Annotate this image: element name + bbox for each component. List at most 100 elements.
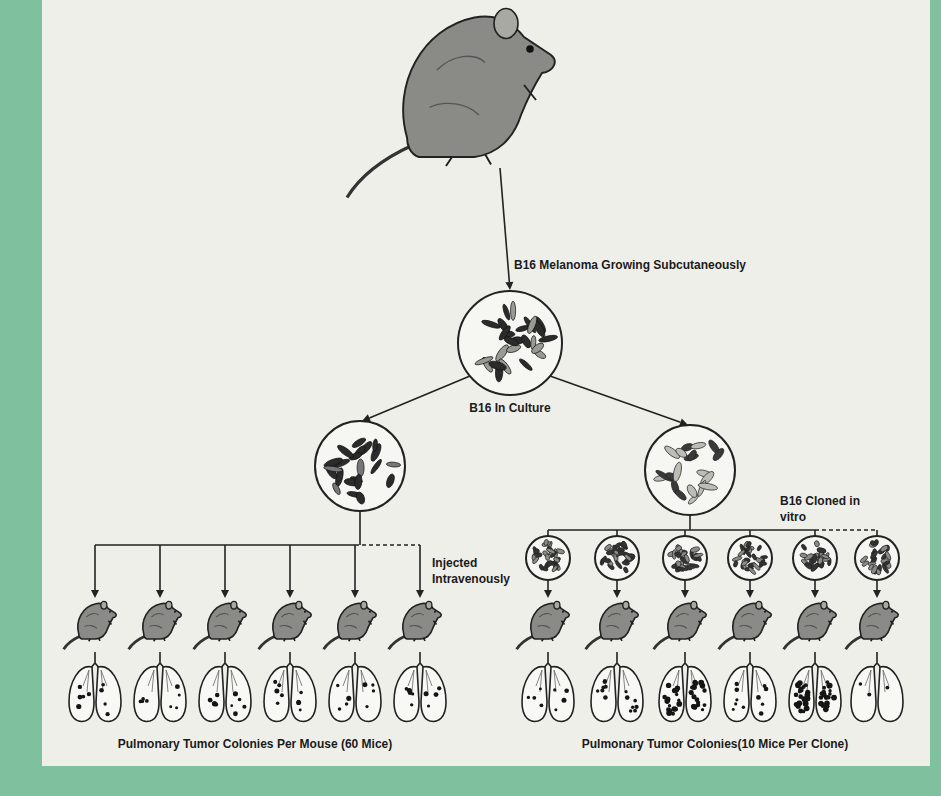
mouse-tail bbox=[259, 636, 276, 649]
tumor-colony bbox=[561, 698, 566, 703]
tumor-colony bbox=[735, 698, 738, 701]
tumor-cell bbox=[752, 562, 761, 571]
tumor-cell bbox=[604, 543, 613, 551]
lung-figure bbox=[394, 652, 446, 721]
mouse-ear bbox=[426, 601, 432, 609]
tumor-colony bbox=[668, 704, 671, 707]
bronchus bbox=[343, 670, 367, 692]
tumor-colony bbox=[828, 689, 831, 692]
mouse-body bbox=[78, 603, 116, 639]
tumor-colony bbox=[362, 682, 367, 687]
arrow-head bbox=[286, 590, 294, 598]
tumor-colony bbox=[540, 703, 544, 707]
lung-figure bbox=[789, 652, 841, 721]
mouse-shading bbox=[538, 614, 552, 629]
mouse-tail bbox=[64, 636, 81, 649]
caption-label: Pulmonary Tumor Colonies Per Mouse (60 M… bbox=[70, 737, 440, 753]
bronchus bbox=[865, 670, 889, 692]
tumor-colony bbox=[564, 688, 569, 693]
tumor-cell bbox=[551, 565, 558, 573]
tumor-colony bbox=[338, 707, 342, 711]
lung-lobe bbox=[522, 667, 547, 722]
tumor-colony bbox=[427, 704, 430, 707]
culture-dish bbox=[595, 536, 639, 580]
tumor-cell bbox=[689, 563, 699, 568]
mouse-shading bbox=[607, 614, 621, 629]
mouse-ear bbox=[361, 601, 367, 609]
caption-label: B16 Cloned in vitro bbox=[780, 494, 864, 525]
culture-dish bbox=[315, 421, 405, 511]
mouse-shading bbox=[675, 614, 689, 629]
tumor-cell bbox=[817, 547, 827, 554]
tumor-colony bbox=[277, 683, 281, 687]
tumor-cell bbox=[546, 547, 556, 554]
mouse-shading bbox=[150, 614, 164, 629]
tumor-cell bbox=[737, 549, 746, 557]
arrow-head bbox=[811, 590, 819, 598]
tumor-colony bbox=[734, 702, 737, 705]
flow-line bbox=[224, 545, 226, 590]
mouse-body bbox=[403, 16, 555, 157]
lung-lobe bbox=[618, 667, 643, 722]
tumor-colony bbox=[633, 709, 637, 713]
mouse-figure bbox=[389, 601, 442, 649]
tumor-cell bbox=[751, 553, 757, 561]
culture-dish bbox=[645, 425, 735, 515]
lung-figure bbox=[329, 652, 381, 721]
mouse-leg bbox=[154, 621, 177, 642]
tumor-cell bbox=[693, 553, 703, 558]
tumor-cell bbox=[698, 482, 718, 492]
tumor-colony bbox=[690, 686, 694, 690]
flow-line bbox=[684, 580, 686, 590]
mouse-figure bbox=[129, 601, 182, 649]
tumor-cell bbox=[354, 474, 362, 490]
mouse-leg bbox=[284, 621, 307, 642]
mouse-leg bbox=[446, 85, 536, 166]
arrow-head bbox=[613, 590, 621, 598]
lung-figure bbox=[851, 652, 903, 721]
tumor-colony bbox=[703, 703, 707, 707]
lung-lobe bbox=[724, 667, 749, 722]
tumor-cell bbox=[810, 562, 820, 572]
tumor-cell bbox=[814, 540, 820, 547]
tumor-cell bbox=[690, 546, 700, 553]
tumor-colony bbox=[633, 699, 637, 703]
tumor-colony bbox=[178, 693, 181, 696]
tumor-colony bbox=[233, 691, 238, 696]
tumor-cell bbox=[622, 560, 630, 565]
tumor-colony bbox=[600, 688, 604, 692]
lung-lobe bbox=[394, 667, 419, 722]
tumor-cell bbox=[530, 341, 545, 355]
tumor-colony bbox=[759, 711, 764, 716]
caption-label: Pulmonary Tumor Colonies(10 Mice Per Clo… bbox=[530, 737, 900, 753]
mouse-figure bbox=[259, 601, 312, 649]
tumor-cell bbox=[745, 550, 752, 558]
tumor-colony bbox=[437, 686, 441, 690]
node-heading: B16 In Culture bbox=[450, 401, 570, 415]
mouse-body bbox=[143, 603, 181, 639]
tumor-colony bbox=[78, 695, 83, 700]
tumor-colony bbox=[87, 692, 91, 696]
lung-figure bbox=[264, 652, 316, 721]
tumor-cell bbox=[693, 552, 702, 562]
tumor-colony bbox=[673, 707, 678, 712]
tumor-colony bbox=[676, 701, 682, 707]
mouse-figure bbox=[846, 601, 899, 649]
arrow-head bbox=[91, 590, 99, 598]
mouse-body bbox=[668, 603, 706, 639]
mouse-ear bbox=[756, 601, 762, 609]
tumor-cell bbox=[800, 552, 808, 558]
mouse-shading bbox=[85, 614, 99, 629]
mouse-figure bbox=[517, 601, 570, 649]
tumor-colony bbox=[103, 702, 106, 705]
tumor-colony bbox=[700, 684, 705, 689]
mouse-eye bbox=[764, 611, 766, 613]
mouse-tail bbox=[654, 636, 671, 649]
lung-figure bbox=[134, 652, 186, 721]
flow-line bbox=[289, 545, 291, 590]
mouse-figure bbox=[784, 601, 837, 649]
lung-figure bbox=[69, 652, 121, 721]
mouse-eye bbox=[829, 611, 831, 613]
tumor-colony bbox=[819, 701, 823, 705]
tumor-cell bbox=[686, 449, 698, 463]
